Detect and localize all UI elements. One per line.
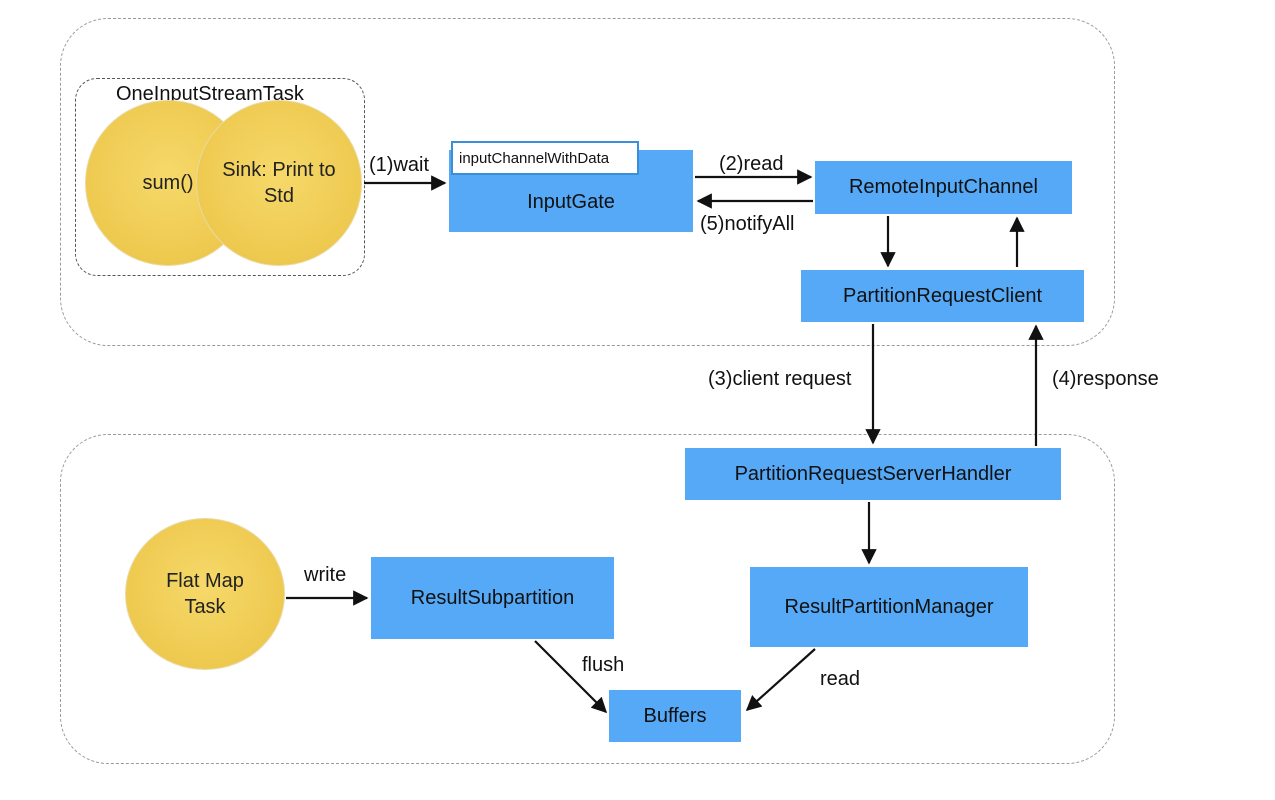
write-edge-label: write: [304, 564, 347, 586]
partition-request-client-box: PartitionRequestClient: [801, 270, 1084, 322]
response-edge-label: (4)response: [1052, 368, 1159, 390]
read-buffers-arrow: [745, 648, 816, 712]
partition-request-server-handler-label: PartitionRequestServerHandler: [734, 462, 1012, 485]
wait-edge-label: (1)wait: [369, 154, 430, 176]
one-input-stream-task-group: [75, 78, 365, 276]
flush-edge-label: flush: [582, 654, 625, 676]
sink-operator-label-line2: Std: [263, 185, 294, 207]
remote-input-channel-label: RemoteInputChannel: [848, 176, 1038, 198]
sink-operator-label-line1: Sink: Print to: [222, 159, 336, 181]
flush-arrow: [534, 640, 608, 714]
notify-all-edge-label: (5)notifyAll: [700, 213, 795, 235]
flat-map-task-label-line2: Task: [184, 596, 226, 618]
result-partition-manager-label: ResultPartitionManager: [784, 595, 994, 618]
sink-operator-circle: Sink: Print to Std: [196, 100, 362, 266]
result-partition-manager-box: ResultPartitionManager: [750, 567, 1028, 647]
read-2-edge-label: (2)read: [719, 153, 784, 175]
buffers-box: Buffers: [609, 690, 741, 742]
partition-request-client-label: PartitionRequestClient: [843, 284, 1042, 307]
read-edge-label: read: [820, 668, 861, 690]
flat-map-task-circle: Flat Map Task: [125, 518, 285, 670]
one-input-stream-task-title: OneInputStreamTask: [116, 83, 304, 105]
buffers-label: Buffers: [643, 704, 707, 727]
client-request-edge-label: (3)client request: [708, 368, 852, 390]
remote-input-channel-box: RemoteInputChannel: [815, 161, 1072, 214]
result-subpartition-box: ResultSubpartition: [371, 557, 614, 639]
top-process-group: [60, 18, 1115, 346]
flat-map-task-label-line1: Flat Map: [166, 570, 244, 592]
sum-operator-label: sum(): [142, 172, 194, 194]
input-gate-label: InputGate: [527, 190, 615, 213]
partition-request-server-handler-box: PartitionRequestServerHandler: [685, 448, 1061, 500]
bottom-process-group: [60, 434, 1115, 764]
result-subpartition-label: ResultSubpartition: [410, 586, 575, 609]
input-channel-with-data-tag: inputChannelWithData: [451, 141, 639, 175]
